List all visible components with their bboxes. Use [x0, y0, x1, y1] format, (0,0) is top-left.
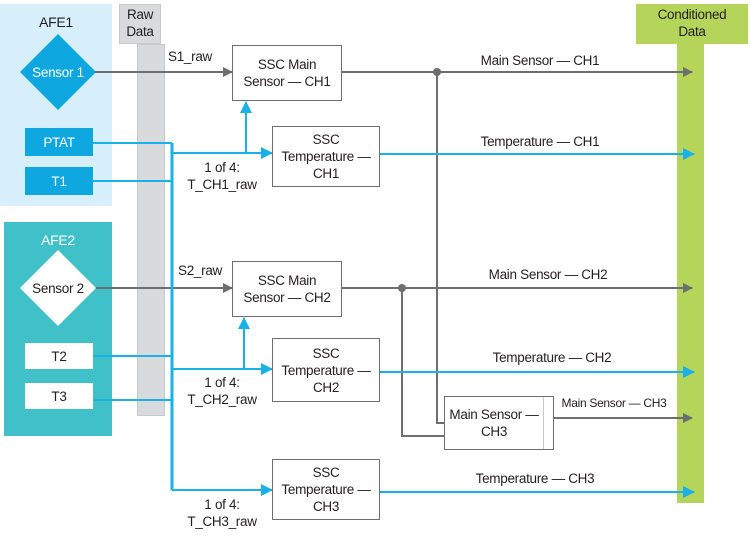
- temp-ch1-output-label: Temperature — CH1: [480, 134, 600, 149]
- ptat-box: PTAT: [25, 128, 93, 156]
- t1-box: T1: [25, 167, 93, 195]
- sensor2-label: Sensor 2: [32, 281, 84, 296]
- main-ch3-output-label: Main Sensor — CH3: [561, 396, 667, 410]
- temp-ch2-output-label: Temperature — CH2: [492, 350, 612, 365]
- ch1-to-ch3-wire: [436, 72, 444, 424]
- main-ch3-divider: [543, 397, 544, 449]
- raw-data-label: Raw Data: [126, 7, 154, 39]
- sensor2-diamond: [20, 250, 96, 326]
- raw-data-header: [119, 4, 161, 44]
- conditioned-data-bar: [677, 44, 704, 503]
- ch2-junction-dot: [398, 284, 406, 292]
- ssc-temperature-ch2-block: SSC Temperature — CH2: [272, 338, 380, 402]
- raw-data-bar: [137, 44, 165, 416]
- ch2-to-ch3-wire: [401, 288, 444, 437]
- temp-ch3-output-label: Temperature — CH3: [475, 471, 595, 486]
- main-ch2-output-label: Main Sensor — CH2: [488, 267, 608, 282]
- conditioned-data-header: [636, 4, 748, 44]
- afe2-title: AFE2: [41, 232, 75, 248]
- t2-box: T2: [25, 343, 93, 369]
- main-ch1-output-label: Main Sensor — CH1: [480, 53, 600, 68]
- sensor1-diamond: [20, 34, 96, 110]
- ssc-temperature-ch1-block: SSC Temperature — CH1: [272, 126, 380, 187]
- ssc-main-sensor-ch1-block: SSC Main Sensor — CH1: [232, 45, 342, 101]
- main-sensor-ch3-block: Main Sensor — CH3: [444, 396, 554, 450]
- t-ch2-raw-label: 1 of 4: T_CH2_raw: [187, 375, 257, 407]
- afe1-title: AFE1: [39, 14, 73, 30]
- t-ch3-raw-label: 1 of 4: T_CH3_raw: [187, 497, 257, 529]
- ssc-main-sensor-ch2-block: SSC Main Sensor — CH2: [232, 261, 342, 317]
- sensor1-label: Sensor 1: [32, 65, 84, 80]
- t3-box: T3: [25, 383, 93, 409]
- s1-raw-label: S1_raw: [168, 49, 212, 64]
- ch1-junction-dot: [433, 68, 441, 76]
- conditioned-data-label: Conditioned Data: [657, 7, 727, 39]
- t-ch1-raw-label: 1 of 4: T_CH1_raw: [187, 160, 257, 192]
- ssc-temperature-ch3-block: SSC Temperature — CH3: [272, 459, 380, 520]
- s2-raw-label: S2_raw: [178, 263, 222, 278]
